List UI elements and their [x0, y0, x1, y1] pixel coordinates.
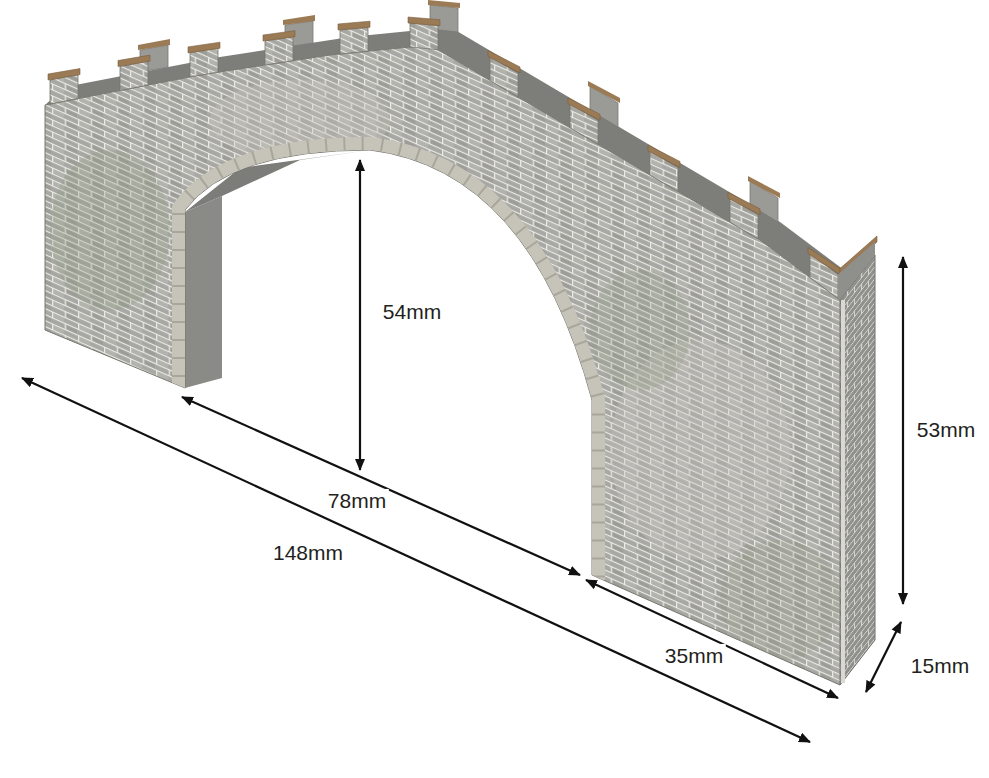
front-face: [45, 45, 840, 685]
dimension-label: 35mm: [662, 644, 726, 668]
merlon-caps: [48, 17, 877, 275]
dimension-line: [182, 397, 580, 575]
arch-soffit: [185, 196, 222, 388]
dimension-label: 78mm: [325, 489, 389, 513]
end-face: [840, 255, 875, 685]
quoin-edge: [841, 300, 845, 683]
dimension-line: [866, 622, 901, 692]
dimension-line: [586, 580, 838, 698]
dimension-label: 15mm: [908, 654, 972, 678]
dimension-label: 53mm: [914, 418, 978, 442]
dimension-arrows: [22, 160, 903, 742]
dimension-line: [22, 378, 810, 742]
front-merlons: [50, 23, 838, 299]
dimension-label: 54mm: [380, 300, 444, 324]
dimension-label: 148mm: [270, 541, 346, 565]
dimension-line: [359, 160, 361, 470]
end-merlon-side: [838, 242, 875, 300]
dimension-line: [902, 257, 904, 604]
